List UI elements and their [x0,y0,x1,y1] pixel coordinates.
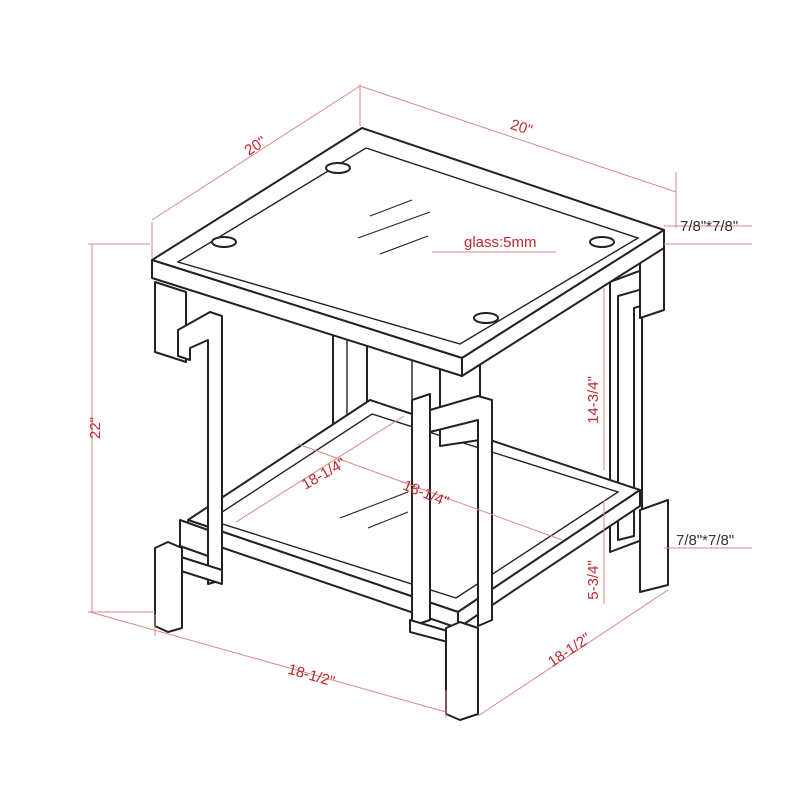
total-height-label: 22" [87,417,104,439]
shelf-clearance-label: 5-3/4" [585,560,602,600]
base-width-side-label: 18-1/2" [545,630,594,671]
glass-thickness-label: glass:5mm [464,234,537,251]
right-front-leg [409,355,493,721]
leg-profile-bottom-label: 7/8"*7/8" [676,532,734,549]
top-width-label: 20" [508,116,534,139]
right-rear-leg [609,241,669,593]
leg-profile-top-label: 7/8"*7/8" [680,218,738,235]
table-top [151,127,665,377]
base-width-front-label: 18-1/2" [286,661,337,691]
left-front-leg [154,281,223,633]
top-depth-label: 20" [242,133,270,159]
upper-span-height-label: 14-3/4" [585,376,602,424]
dimension-lines [88,84,752,718]
